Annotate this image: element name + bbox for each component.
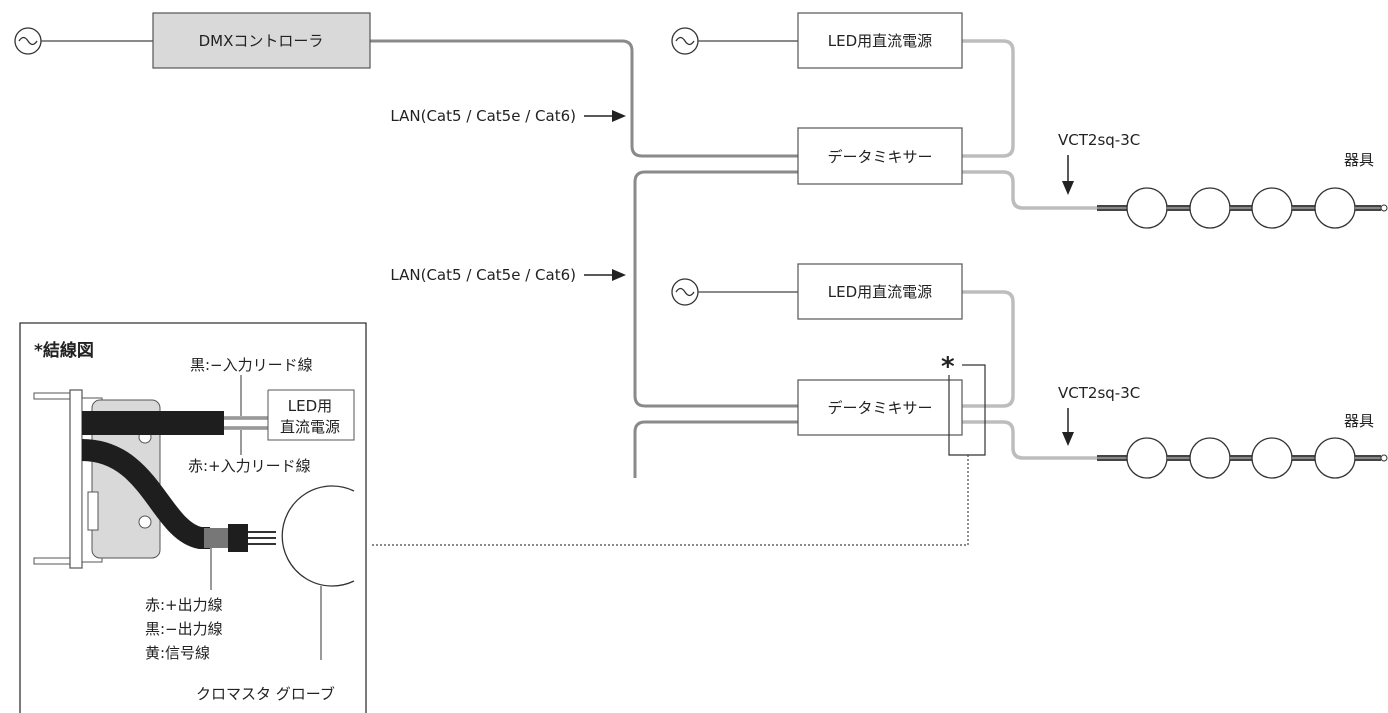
callout-bracket: [948, 364, 986, 456]
cable-label: VCT2sq-3C: [1058, 384, 1140, 402]
svg-text:直流電源: 直流電源: [280, 418, 340, 436]
globe-icon: [1126, 187, 1168, 229]
globe-icon: [1314, 187, 1356, 229]
wiring-diagram-title: *結線図: [34, 340, 94, 361]
ac-source-icon: [671, 27, 699, 55]
asterisk-mark: *: [941, 352, 955, 382]
black-input-label: 黒:−入力リード線: [190, 356, 313, 374]
ac-source-icon: [14, 27, 42, 55]
power-supply-box-2: [797, 263, 963, 320]
power-supply-label: LED用直流電源: [828, 283, 932, 301]
callout-dotted-line: [372, 455, 969, 546]
arrow-down-icon: [1062, 181, 1074, 195]
data-mixer-box-1: [797, 127, 963, 185]
globe-icon: [281, 485, 355, 587]
globe-icon: [1251, 437, 1293, 479]
data-mixer-label: データミキサー: [827, 399, 932, 417]
globe-icon: [1189, 437, 1231, 479]
red-output-label: 赤:+出力線: [145, 596, 223, 614]
arrow-down-icon: [1062, 432, 1074, 446]
lan-label: LAN(Cat5 / Cat5e / Cat6): [390, 266, 576, 284]
black-output-label: 黒:−出力線: [145, 620, 223, 638]
wiring-diagram-inset: *結線図 LED用 直流電源 黒:−入力リード線: [19, 322, 367, 713]
data-mixer-box-2: [797, 379, 963, 436]
fixture-chain: [1097, 437, 1388, 479]
power-supply-label: LED用直流電源: [828, 32, 932, 50]
globe-icon: [1189, 187, 1231, 229]
yellow-signal-label: 黄:信号線: [145, 644, 210, 662]
dmx-controller-label: DMXコントローラ: [199, 32, 324, 50]
globe-icon: [1251, 187, 1293, 229]
cable-label: VCT2sq-3C: [1058, 131, 1140, 149]
lan-label: LAN(Cat5 / Cat5e / Cat6): [390, 107, 576, 125]
arrow-right-icon: [612, 269, 626, 281]
fixture-chain: [1097, 187, 1388, 229]
data-mixer-label: データミキサー: [827, 148, 932, 166]
globe-icon: [1126, 437, 1168, 479]
fixture-label: 器具: [1344, 412, 1374, 430]
svg-text:LED用: LED用: [288, 397, 332, 415]
power-supply-box-1: [797, 12, 963, 69]
globe-label: クロマスタ グローブ: [196, 685, 335, 703]
arrow-right-icon: [612, 110, 626, 122]
globe-icon: [1314, 437, 1356, 479]
dmx-controller-box: [152, 12, 371, 69]
ac-source-icon: [671, 278, 699, 306]
red-input-label: 赤:+入力リード線: [188, 457, 311, 475]
fixture-label: 器具: [1344, 151, 1374, 169]
